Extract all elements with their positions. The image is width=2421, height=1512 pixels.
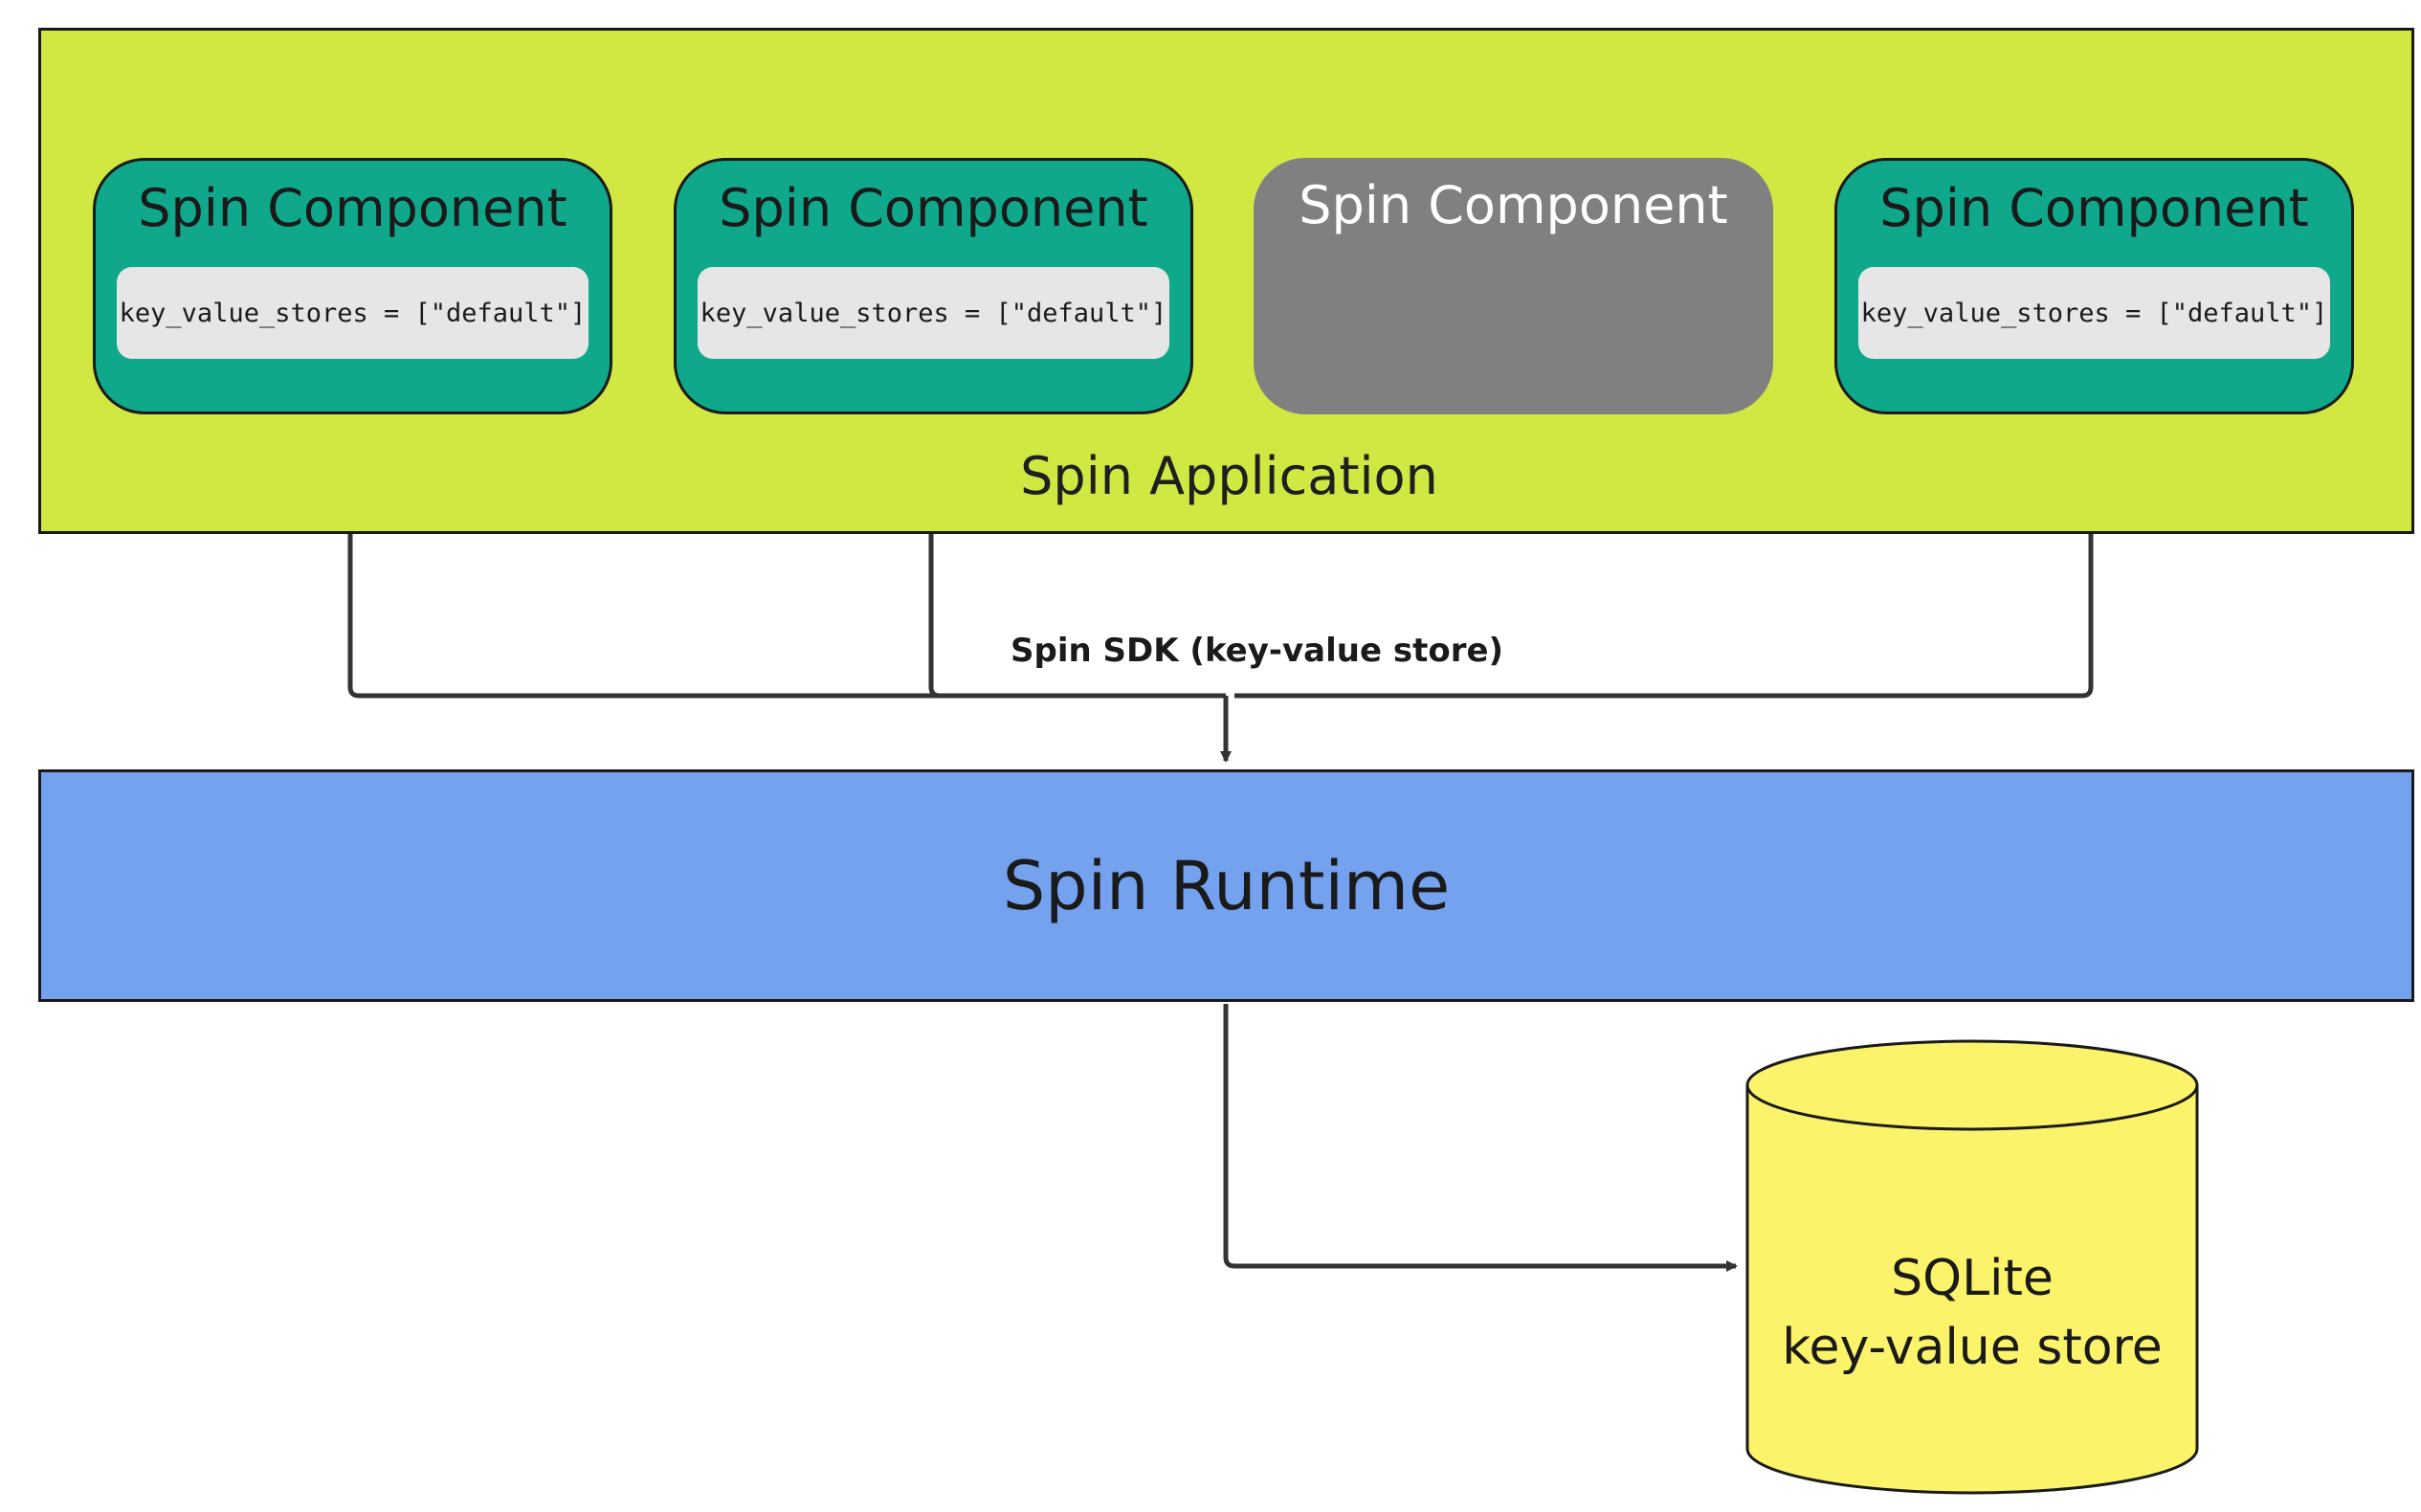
spin-runtime-box: Spin Runtime — [38, 769, 2414, 1002]
component-title: Spin Component — [719, 178, 1148, 238]
spin-application-label: Spin Application — [1020, 446, 1438, 506]
component-title: Spin Component — [138, 178, 567, 238]
database-cylinder — [1745, 1039, 2199, 1495]
spin-runtime-label: Spin Runtime — [1002, 846, 1451, 925]
spin-component-2: Spin Component key_value_stores = ["defa… — [674, 158, 1193, 414]
database-label-line2: key-value store — [1782, 1319, 2163, 1376]
connector-component-2 — [928, 384, 1226, 699]
spin-component-4: Spin Component key_value_stores = ["defa… — [1834, 158, 2354, 414]
component-config: key_value_stores = ["default"] — [1858, 267, 2330, 359]
component-title: Spin Component — [1299, 175, 1728, 235]
spin-application-box: Spin Component key_value_stores = ["defa… — [38, 28, 2414, 534]
connector-component-1 — [347, 384, 1226, 699]
connector-component-4 — [1234, 384, 2094, 699]
spin-sdk-label: Spin SDK (key-value store) — [1011, 632, 1504, 670]
arrow-to-database — [1223, 1004, 1738, 1272]
database-label: SQLite key-value store — [1747, 1244, 2197, 1382]
component-title: Spin Component — [1879, 178, 2309, 238]
database-label-line1: SQLite — [1891, 1250, 2054, 1307]
component-config: key_value_stores = ["default"] — [117, 267, 589, 359]
spin-component-3: Spin Component — [1254, 158, 1773, 414]
component-config: key_value_stores = ["default"] — [698, 267, 1169, 359]
spin-component-1: Spin Component key_value_stores = ["defa… — [93, 158, 612, 414]
